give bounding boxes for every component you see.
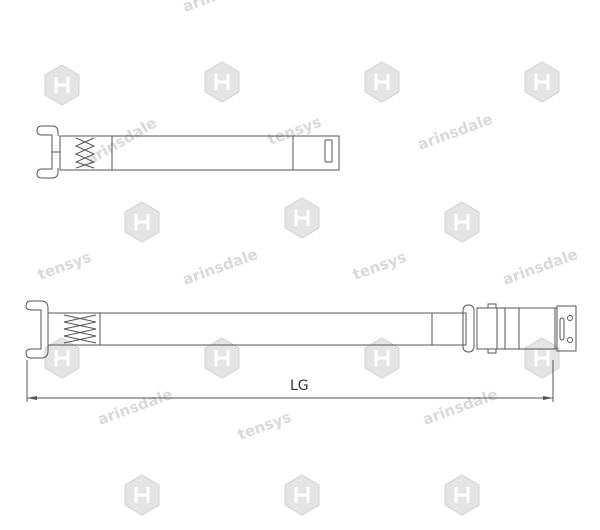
tensys-logo-icon — [283, 196, 321, 240]
watermark-arinsdale: arinsdale — [420, 385, 500, 429]
strap-body — [59, 135, 340, 171]
tensys-logo-icon — [443, 473, 481, 517]
watermark-arinsdale: arinsdale — [180, 0, 260, 16]
buckle-end-plate — [556, 305, 577, 352]
hook-end — [25, 300, 49, 359]
tensys-logo-icon — [283, 473, 321, 517]
watermark-arinsdale: arinsdale — [415, 110, 495, 154]
d-ring — [462, 304, 475, 353]
watermark-arinsdale: arinsdale — [500, 245, 580, 289]
watermark-tensys: tensys — [235, 408, 294, 444]
slot — [324, 139, 333, 163]
watermark-tensys: tensys — [35, 248, 94, 284]
tensys-logo-icon — [123, 473, 161, 517]
arrow-left-icon — [27, 396, 37, 400]
watermark-arinsdale: arinsdale — [95, 385, 175, 429]
watermark-tensys: tensys — [265, 113, 324, 149]
tensys-logo-icon — [43, 63, 81, 107]
tensys-logo-icon — [443, 200, 481, 244]
length-dimension: LG — [26, 360, 554, 402]
arrow-right-icon — [543, 396, 553, 400]
tensys-logo-icon — [363, 336, 401, 380]
tensys-logo-icon — [363, 60, 401, 104]
strap-body — [47, 312, 467, 346]
tensys-logo-icon — [523, 60, 561, 104]
watermark-tensys: tensys — [350, 248, 409, 284]
tensys-logo-icon — [523, 336, 561, 380]
tensys-logo-icon — [203, 60, 241, 104]
short-strap — [36, 125, 340, 179]
watermark-arinsdale: arinsdale — [180, 245, 260, 289]
dimension-label: LG — [290, 378, 309, 394]
strap-with-buckle — [25, 300, 577, 359]
stitching — [74, 137, 96, 169]
stitching — [63, 314, 97, 344]
tensys-logo-icon — [203, 336, 241, 380]
tensys-logo-icon — [43, 336, 81, 380]
tensys-logo-icon — [123, 200, 161, 244]
watermark-arinsdale: arinsdale — [83, 114, 160, 169]
